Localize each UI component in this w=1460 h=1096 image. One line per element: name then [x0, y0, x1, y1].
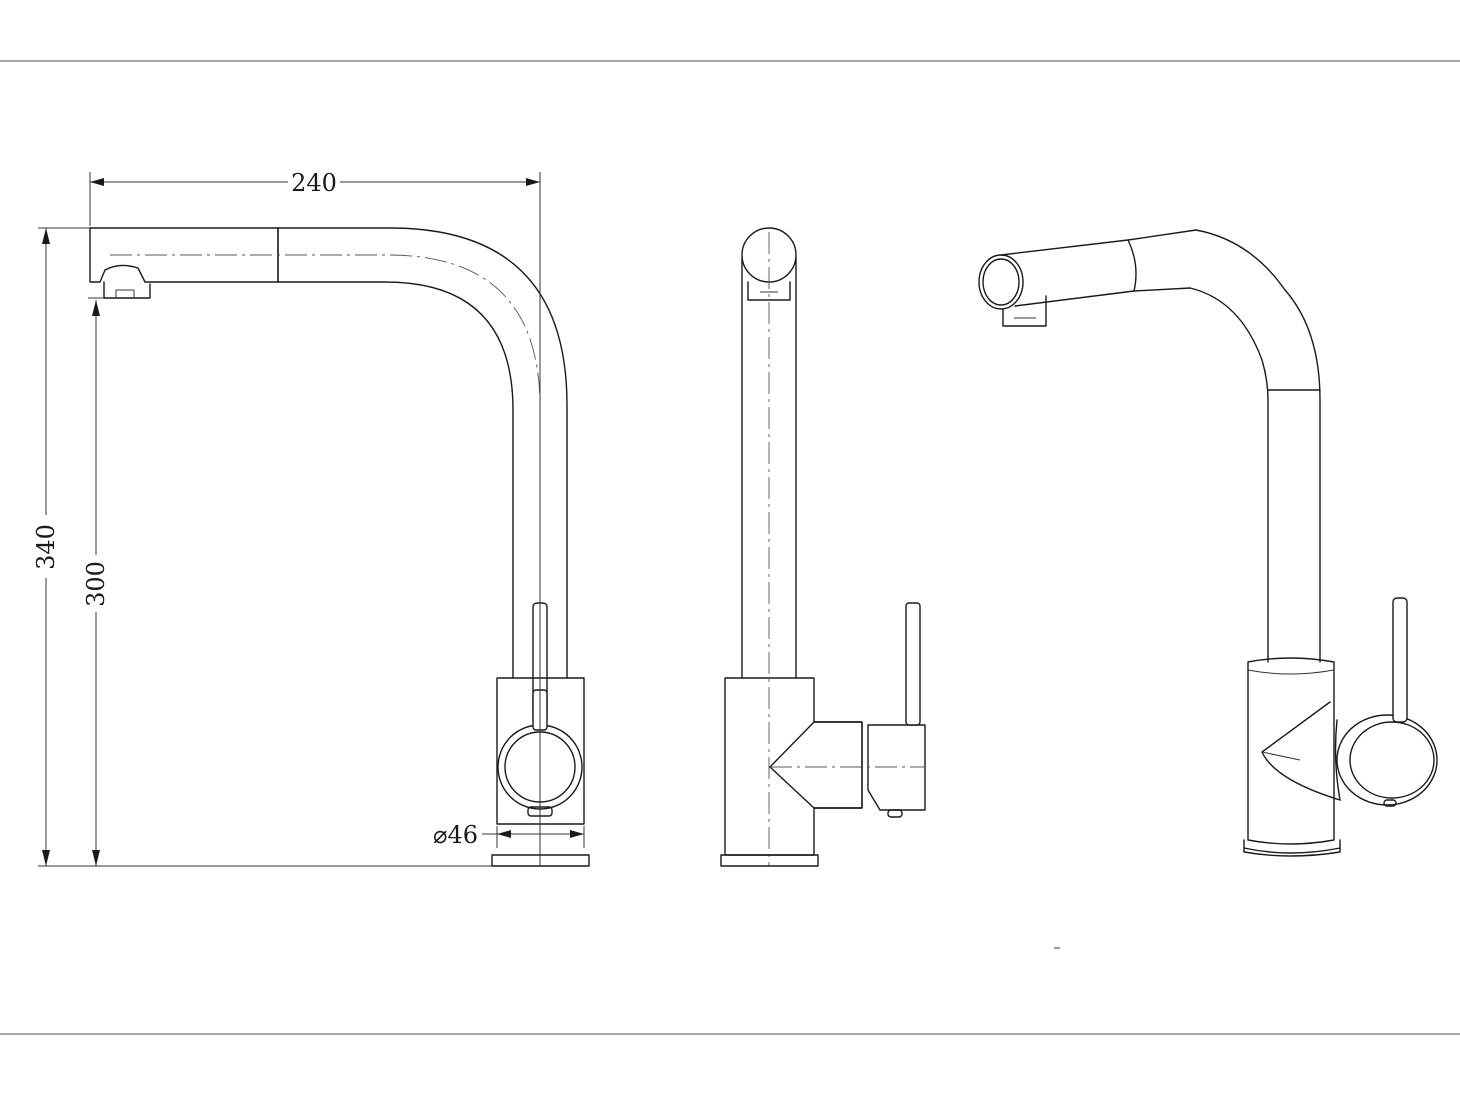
- dimension-300-label: 300: [82, 561, 110, 607]
- dimension-diameter-46: ⌀46: [433, 821, 585, 849]
- dimension-340: 340: [32, 227, 492, 867]
- side-view: [720, 227, 926, 867]
- front-view: [89, 227, 590, 867]
- dimension-240: 240: [89, 169, 541, 866]
- dimension-diameter-46-label: ⌀46: [433, 821, 478, 849]
- perspective-view: [978, 229, 1438, 857]
- dimension-340-label: 340: [32, 524, 60, 570]
- dimension-240-label: 240: [291, 169, 337, 197]
- dimension-300: 300: [82, 297, 110, 866]
